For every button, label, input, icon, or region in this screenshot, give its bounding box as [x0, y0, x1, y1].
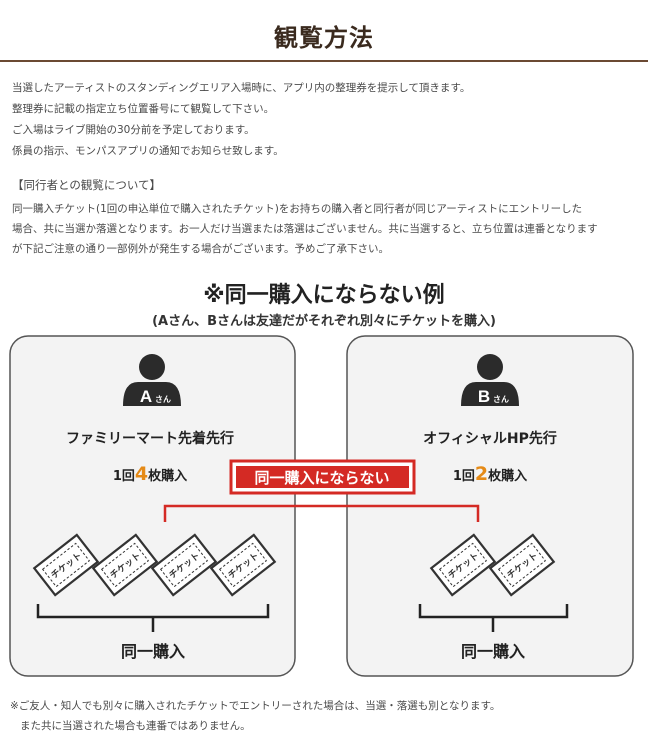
count-b-post: 枚購入: [488, 468, 527, 484]
person-b-suffix: さん: [493, 395, 509, 404]
tickets-b-group: チケットチケット: [430, 533, 555, 597]
count-b-number: 2: [475, 463, 488, 485]
person-a-letter: A: [140, 387, 152, 406]
count-a-number: 4: [135, 463, 148, 485]
connector-line: [163, 504, 480, 522]
person-b-letter: B: [478, 387, 490, 406]
intro-line-2: 整理券に記載の指定立ち位置番号にて観覧して下さい。: [12, 103, 275, 115]
count-b-pre: 1回: [453, 469, 475, 484]
companion-line-3: が下記ご注意の通り一部例外が発生する場合がございます。予めご了承下さい。: [12, 243, 389, 255]
b-ticket-2: チケット: [489, 533, 555, 597]
a-ticket-1: チケット: [33, 533, 99, 597]
count-b-label: 1回2枚購入: [453, 463, 527, 485]
footnote-line-2: また共に当選された場合も連番ではありません。: [20, 720, 251, 732]
footnote: ※ご友人・知人でも別々に購入されたチケットでエントリーされた場合は、当選・落選も…: [10, 696, 642, 736]
intro-line-3: ご入場はライブ開始の30分前を予定しております。: [12, 124, 255, 136]
companion-heading: 【同行者との観覧について】: [12, 178, 162, 192]
companion-line-1: 同一購入チケット(1回の申込単位で購入されたチケット)をお持ちの購入者と同行者が…: [12, 203, 583, 215]
bracket-a: [36, 604, 270, 632]
group-label-b: 同一購入: [461, 642, 525, 661]
a-ticket-4: チケット: [210, 533, 276, 597]
store-a-label: ファミリーマート先着先行: [66, 430, 234, 447]
a-ticket-2: チケット: [92, 533, 158, 597]
title-divider: [0, 60, 648, 62]
badge-text: 同一購入にならない: [254, 469, 389, 487]
companion-line-2: 場合、共に当選か落選となります。お一人だけ当選または落選はございません。共に当選…: [12, 223, 598, 235]
page-title: 観覧方法: [274, 24, 374, 52]
intro-paragraph: 当選したアーティストのスタンディングエリア入場時に、アプリ内の整理券を提示して頂…: [12, 78, 642, 162]
footnote-line-1: ※ご友人・知人でも別々に購入されたチケットでエントリーされた場合は、当選・落選も…: [10, 700, 501, 712]
example-subtitle: (Aさん、Bさんは友達だがそれぞれ別々にチケットを購入): [152, 314, 496, 329]
intro-line-4: 係員の指示、モンパスアプリの通知でお知らせ致します。: [12, 145, 284, 157]
companion-paragraph: 同一購入チケット(1回の申込単位で購入されたチケット)をお持ちの購入者と同行者が…: [12, 199, 644, 259]
b-ticket-1: チケット: [430, 533, 496, 597]
count-a-label: 1回4枚購入: [113, 463, 187, 485]
person-a-icon: A さん: [123, 354, 181, 406]
example-title: ※同一購入にならない例: [203, 283, 445, 308]
bracket-b: [418, 604, 569, 632]
count-a-post: 枚購入: [148, 468, 187, 484]
count-a-pre: 1回: [113, 469, 135, 484]
intro-line-1: 当選したアーティストのスタンディングエリア入場時に、アプリ内の整理券を提示して頂…: [12, 82, 471, 94]
person-a-suffix: さん: [155, 395, 171, 404]
tickets-a-group: チケットチケットチケットチケット: [33, 533, 276, 597]
a-ticket-3: チケット: [151, 533, 217, 597]
group-label-a: 同一購入: [121, 642, 185, 661]
store-b-label: オフィシャルHP先行: [423, 430, 557, 447]
person-b-icon: B さん: [461, 354, 519, 406]
example-diagram: A さん ファミリーマート先着先行 1回4枚購入 B さん オフィシャルHP先行…: [9, 335, 634, 677]
